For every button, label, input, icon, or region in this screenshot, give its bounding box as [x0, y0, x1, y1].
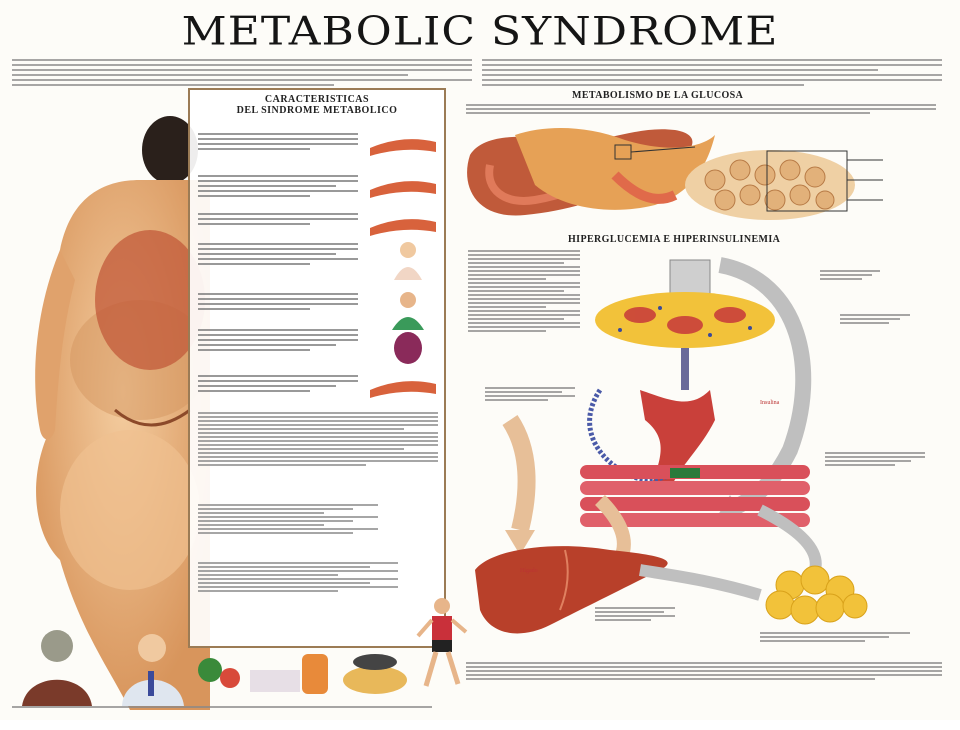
- list-block: [198, 502, 378, 536]
- glucose-flow-diagram: [475, 257, 868, 634]
- page-title: METABOLIC SYNDROME: [181, 8, 779, 55]
- liver-label: Hígado: [520, 568, 538, 574]
- person-back-icon: [35, 116, 210, 710]
- list-block: [198, 560, 398, 594]
- hyper-heading: HIPERGLUCEMIA E HIPERINSULINEMIA: [568, 234, 781, 245]
- footer-text: [12, 704, 432, 710]
- food-icon: [198, 654, 407, 694]
- doctor-icon: [392, 292, 424, 330]
- annotation-block: [760, 630, 910, 644]
- person-icon: [394, 242, 422, 280]
- glucose-text: [466, 102, 936, 116]
- annotation-block: [820, 268, 880, 282]
- intro-text: [12, 56, 948, 90]
- characteristics-panel: CARACTERISTICAS DEL SINDROME METABOLICO: [188, 88, 446, 648]
- intro-col-left: [12, 56, 472, 90]
- bottom-text: [466, 660, 942, 682]
- characteristics-heading-1: CARACTERISTICAS: [264, 94, 370, 105]
- runner-icon: [416, 598, 468, 687]
- artery-icon: [370, 181, 436, 198]
- heart-icon: [394, 332, 422, 364]
- pancreas-icon: [467, 128, 883, 220]
- artery-icon: [370, 139, 436, 156]
- insulin-label: Insulina: [760, 400, 780, 406]
- annotation-block: [485, 385, 575, 403]
- hyper-text-left: [468, 248, 580, 334]
- intro-col-right: [482, 56, 942, 90]
- annotation-block: [825, 450, 925, 468]
- artery-icon: [370, 219, 436, 236]
- doctor-patient-icon: [22, 630, 184, 706]
- body-text-block: [198, 410, 438, 468]
- glucose-heading: METABOLISMO DE LA GLUCOSA: [572, 90, 744, 101]
- annotation-block: [840, 312, 910, 326]
- annotation-block: [595, 605, 675, 623]
- characteristics-heading-2: DEL SINDROME METABOLICO: [236, 105, 398, 116]
- artery-icon: [370, 381, 436, 398]
